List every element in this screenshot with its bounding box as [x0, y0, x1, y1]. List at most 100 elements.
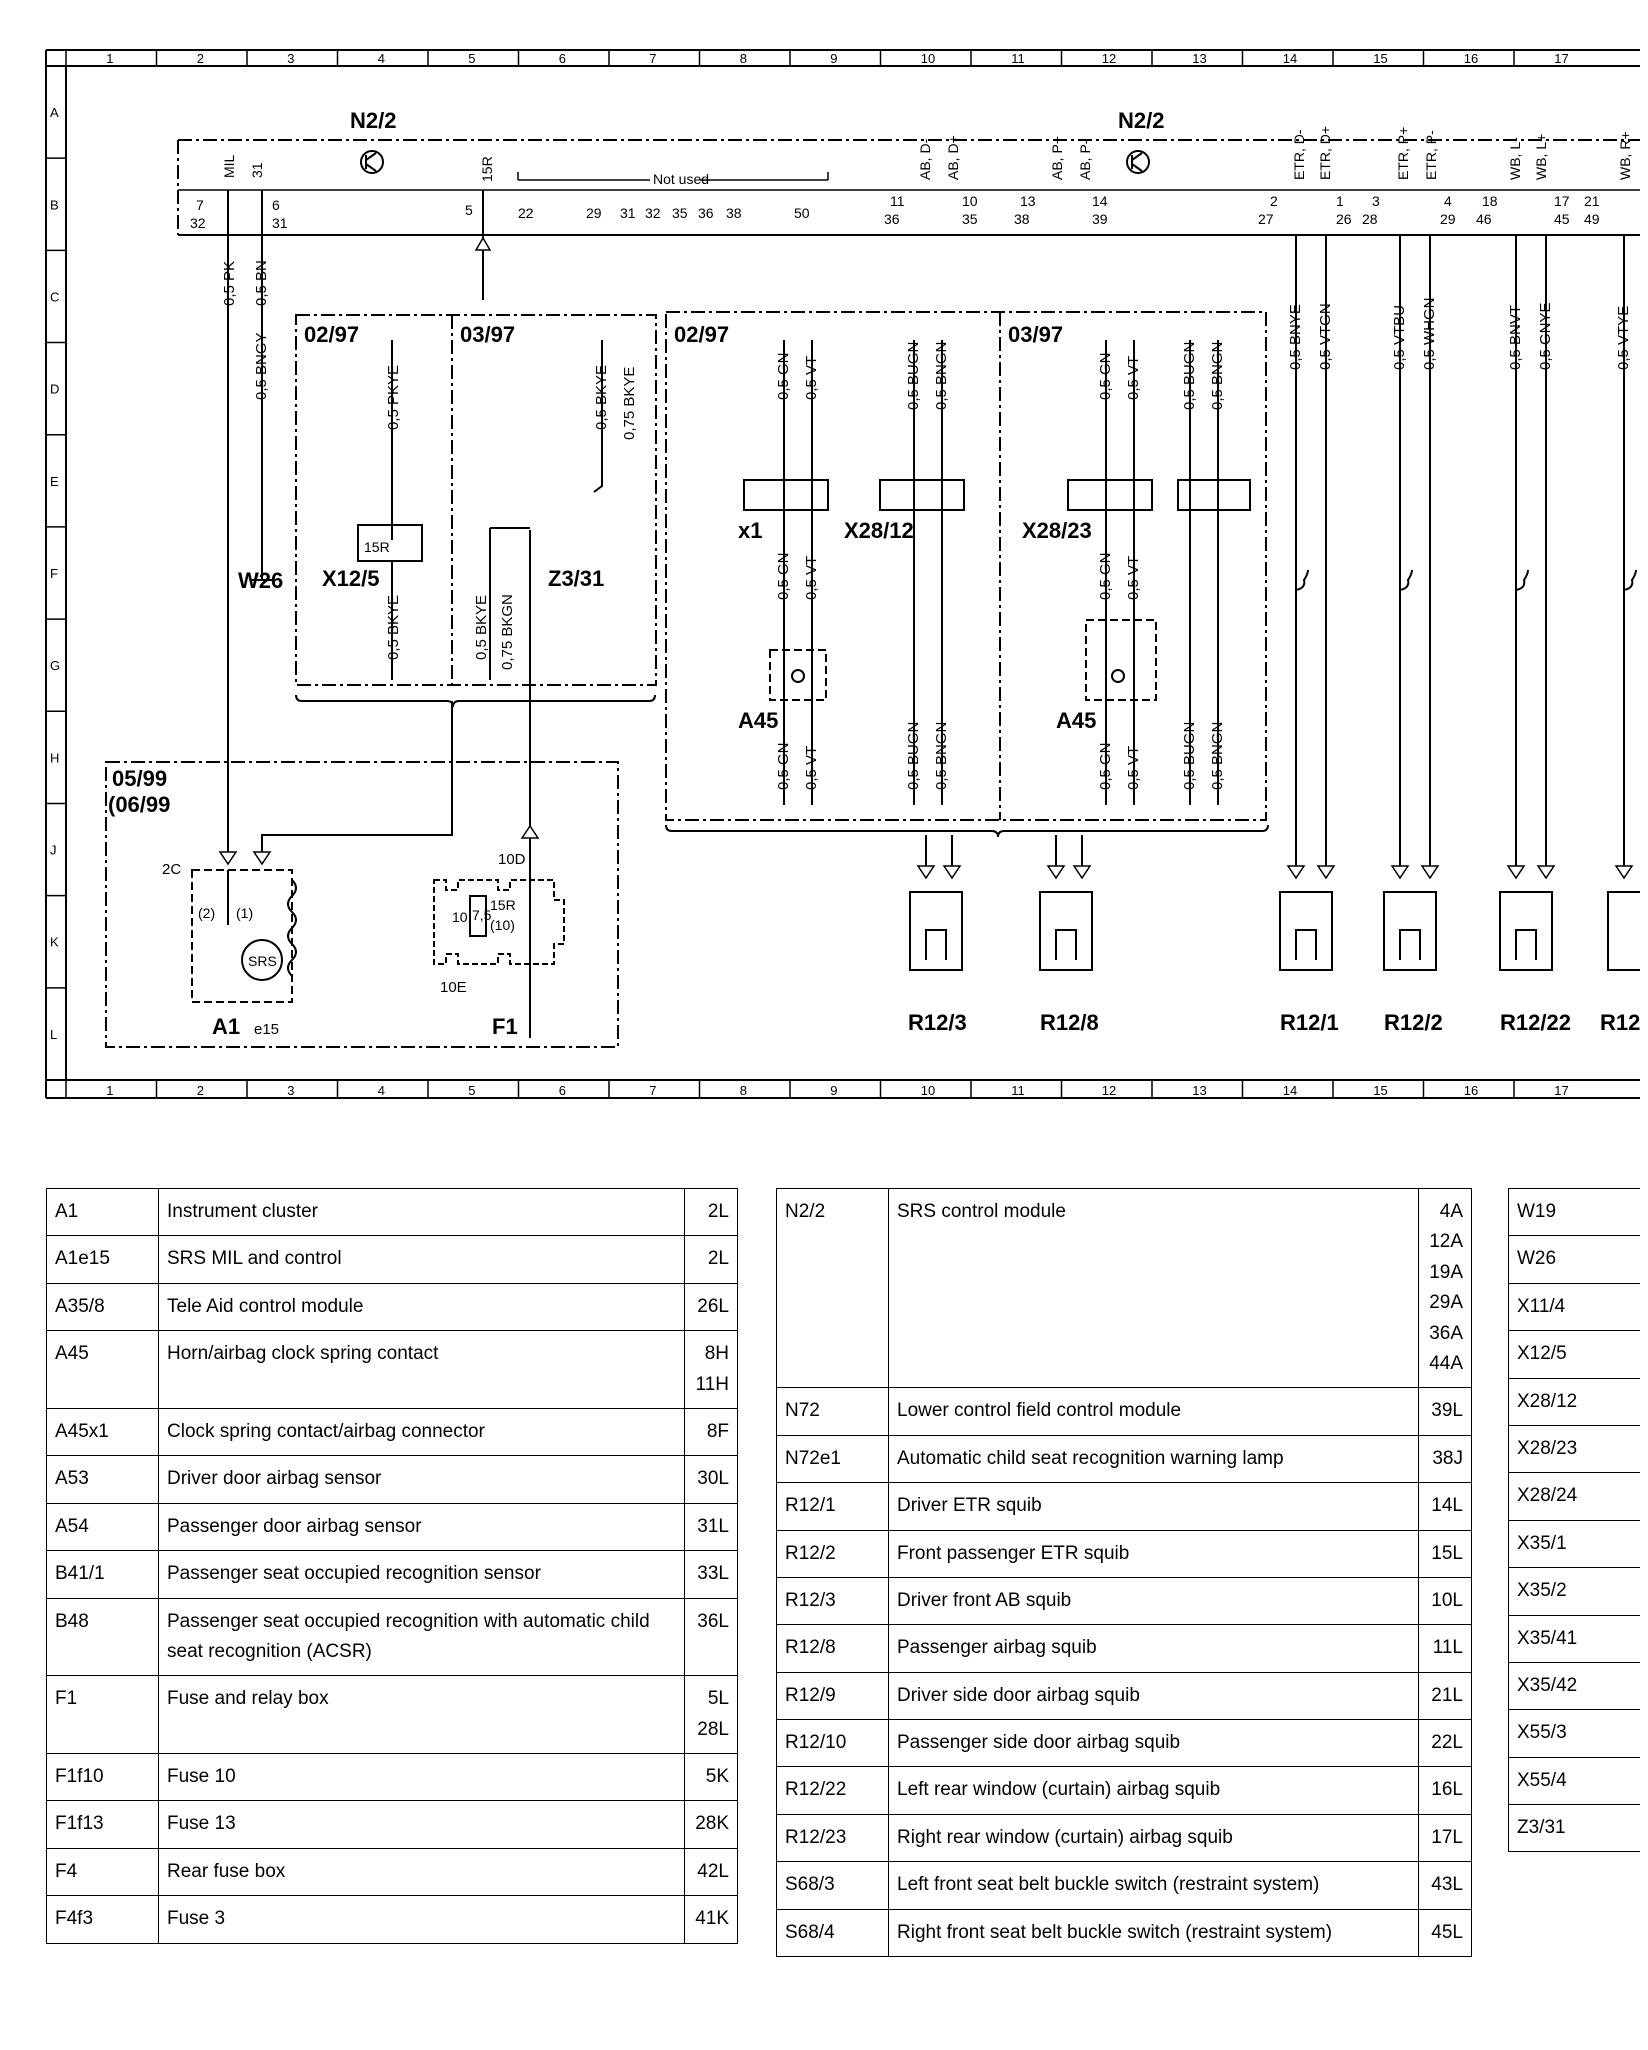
n2-2-label-left: N2/2 [350, 108, 396, 133]
column-label: 8 [740, 1083, 747, 1098]
column-label: 13 [1192, 51, 1206, 66]
legend-description: Left rear window (curtain) airbag squib [888, 1766, 1419, 1815]
row-label: L [50, 1027, 57, 1042]
pin-number: 35 [962, 211, 978, 227]
column-label: 17 [1554, 1083, 1568, 1098]
legend-code: X28/12 [1508, 1377, 1648, 1426]
svg-text:0,5 WHGN: 0,5 WHGN [1421, 297, 1438, 370]
legend-location: 8F [684, 1407, 738, 1457]
legend-description: Driver door airbag sensor [158, 1455, 685, 1504]
component-label: R12/3 [908, 1010, 967, 1035]
legend-code: A54 [46, 1502, 159, 1552]
legend-code: A1e15 [46, 1235, 159, 1284]
row-label: H [50, 750, 59, 765]
wire-labels: 0,5 PK 0,5 BN 0,5 BNGY 0,5 PKYE 0,5 BKYE… [221, 260, 1632, 790]
legend-description: Passenger airbag squib [888, 1624, 1419, 1673]
svg-text:31: 31 [249, 162, 265, 178]
component-label: X12/5 [322, 566, 380, 591]
pin-number: 18 [1482, 193, 1498, 209]
legend-location: 38J [1418, 1434, 1472, 1484]
legend-row: X35/1 [1508, 1519, 1648, 1569]
svg-text:0,5 GN: 0,5 GN [775, 742, 792, 790]
svg-text:15R: 15R [479, 156, 495, 182]
pin-number: 38 [1014, 211, 1030, 227]
legend-code: F4 [46, 1847, 159, 1897]
svg-text:0,5 GN: 0,5 GN [1097, 352, 1114, 400]
legend-description: Clock spring contact/airbag connector [158, 1407, 685, 1457]
diagram-frame [45, 49, 1648, 1099]
row-label: C [50, 289, 59, 304]
misc-label: 10D [498, 851, 526, 868]
legend-description: Rear fuse box [158, 1847, 685, 1897]
legend-code: S68/3 [776, 1861, 889, 1910]
legend-description: Fuse 3 [158, 1895, 685, 1944]
svg-text:0,5 BNGN: 0,5 BNGN [1209, 722, 1226, 790]
component-label: X28/12 [844, 518, 914, 543]
misc-label: 2C [162, 861, 181, 878]
svg-text:ETR, D-: ETR, D- [1291, 129, 1307, 180]
svg-text:0,5 VT: 0,5 VT [1125, 356, 1142, 400]
transistor-icon [1126, 150, 1150, 174]
legend-row: X55/4 [1508, 1756, 1648, 1806]
legend-description: Automatic child seat recognition warning… [888, 1434, 1419, 1484]
component-label: F1 [492, 1014, 518, 1039]
legend-description: Right rear window (curtain) airbag squib [888, 1813, 1419, 1863]
legend-description: Passenger door airbag sensor [158, 1502, 685, 1552]
legend-location: 14L [1418, 1482, 1472, 1531]
component-label: A45 [738, 708, 778, 733]
legend-location: 17L [1418, 1813, 1472, 1863]
pin-number: 5 [465, 202, 473, 218]
component-label: W26 [238, 568, 283, 593]
legend-description: Fuse 13 [158, 1800, 685, 1849]
pin-number: 29 [586, 205, 602, 221]
legend-location: 10L [1418, 1576, 1472, 1626]
row-label: G [50, 658, 60, 673]
pin-number: 38 [726, 205, 742, 221]
svg-text:0,5 GN: 0,5 GN [1097, 552, 1114, 600]
legend-code: R12/10 [776, 1719, 889, 1768]
pin-number: 36 [698, 205, 714, 221]
n2-2-label-right: N2/2 [1118, 108, 1164, 133]
pin-number: 36 [884, 211, 900, 227]
column-grid [65, 50, 1515, 1098]
legend-code: X35/42 [1508, 1661, 1648, 1711]
column-label: 1 [106, 51, 113, 66]
component-label: x1 [738, 518, 762, 543]
pin-number: 4 [1444, 193, 1452, 209]
legend-location: 42L [684, 1847, 738, 1897]
svg-text:ETR, P-: ETR, P- [1423, 130, 1439, 180]
legend-row: Z3/31 [1508, 1804, 1648, 1853]
svg-text:0,5 VT: 0,5 VT [803, 356, 820, 400]
legend-description: Right front seat belt buckle switch (res… [888, 1908, 1419, 1958]
legend-row: X35/42 [1508, 1661, 1648, 1711]
date-code: (06/99 [108, 792, 170, 817]
legend-description: Passenger seat occupied recognition sens… [158, 1550, 685, 1599]
legend-description: Instrument cluster [158, 1187, 685, 1237]
pin-number: 2 [1270, 193, 1278, 209]
column-label: 10 [921, 51, 935, 66]
legend-location: 2L [684, 1235, 738, 1284]
svg-text:0,5 GN: 0,5 GN [1097, 742, 1114, 790]
legend-code: F4f3 [46, 1895, 159, 1944]
misc-label: 7,5 [472, 907, 492, 923]
svg-text:0,5 VT: 0,5 VT [803, 746, 820, 790]
page-edge [1640, 0, 1648, 2050]
svg-text:AB, P-: AB, P- [1077, 139, 1093, 180]
legend-location: 26L [684, 1282, 738, 1332]
legend-code: F1 [46, 1675, 159, 1755]
legend-code: N72e1 [776, 1434, 889, 1484]
pin-number: 14 [1092, 193, 1108, 209]
column-label: 4 [378, 1083, 385, 1098]
svg-text:AB, D+: AB, D+ [945, 135, 961, 180]
